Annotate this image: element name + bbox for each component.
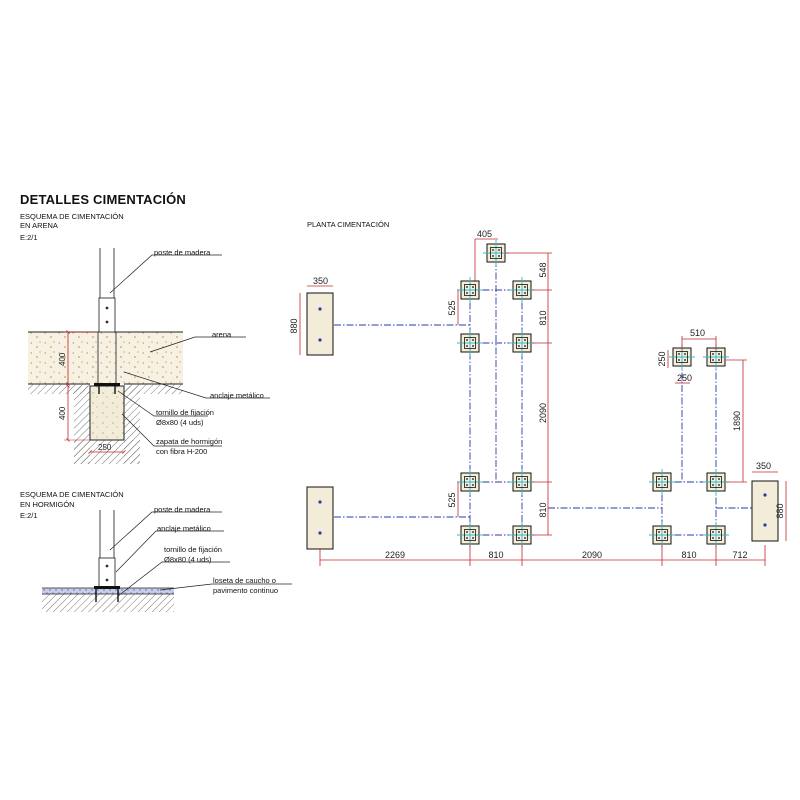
- dim-250-h: 250: [677, 373, 692, 383]
- post-footing-13: [703, 469, 729, 495]
- concrete-label-tile-2: pavimento continuo: [213, 586, 279, 595]
- footing-right: [751, 480, 779, 542]
- post-footing-4: [457, 330, 483, 356]
- post-footing-9: [509, 522, 535, 548]
- concrete-label-anchor: anclaje metálico: [157, 524, 211, 533]
- dim-footing-width: 250: [98, 443, 112, 452]
- dim-350-right: 350: [756, 461, 771, 471]
- concrete-heading-1: ESQUEMA DE CIMENTACIÓN: [20, 490, 124, 499]
- dim-810-mid: 810: [538, 502, 548, 517]
- dim-2269: 2269: [385, 550, 405, 560]
- concrete-post: [98, 557, 116, 589]
- post-footing-14: [649, 522, 675, 548]
- post-footing-15: [703, 522, 729, 548]
- footing-left-bottom: [306, 486, 334, 550]
- dim-250-v: 250: [657, 351, 667, 366]
- dim-880-right: 880: [775, 503, 785, 518]
- post-footing-3: [509, 277, 535, 303]
- main-title: DETALLES CIMENTACIÓN: [20, 192, 187, 207]
- post-footing-6: [457, 469, 483, 495]
- sand-heading-1: ESQUEMA DE CIMENTACIÓN: [20, 212, 124, 221]
- post-footing-1: [483, 240, 509, 266]
- dim-810-top: 810: [538, 310, 548, 325]
- concrete-label-screw-2: Ø8x80 (4 uds): [164, 555, 212, 564]
- sand-label-footing-1: zapata de hormigón: [156, 437, 223, 446]
- concrete-label-tile-1: loseta de caucho o: [213, 576, 276, 585]
- dim-footing-depth: 400: [58, 406, 67, 420]
- footing-left-top: [306, 292, 334, 356]
- concrete-label-screw-1: tornillo de fijación: [164, 545, 222, 554]
- dim-880-left: 880: [289, 318, 299, 333]
- sand-layer: [28, 332, 183, 384]
- sand-label-sand: arena: [212, 330, 232, 339]
- dim-2090-vertical: 2090: [538, 403, 548, 423]
- sand-heading-2: EN ARENA: [20, 221, 58, 230]
- sand-label-screw-1: tornillo de fijación: [156, 408, 214, 417]
- rubber-tile: [42, 588, 174, 594]
- dim-1890: 1890: [732, 411, 742, 431]
- post-footing-7: [509, 469, 535, 495]
- post-footing-8: [457, 522, 483, 548]
- sand-post: [98, 297, 116, 333]
- post-footings: [457, 240, 729, 548]
- post-footing-12: [649, 469, 675, 495]
- dim-sand-depth: 400: [58, 352, 67, 366]
- dim-350-left: 350: [313, 276, 328, 286]
- sand-scale: E:2/1: [20, 233, 38, 242]
- concrete-heading-2: EN HORMIGÓN: [20, 500, 75, 509]
- concrete-detail: [42, 510, 292, 612]
- dim-548: 548: [538, 262, 548, 277]
- concrete-footing: [89, 385, 125, 441]
- foundation-plan: 405 548 350 880 525 810 2090 525 810 510…: [289, 229, 787, 566]
- concrete-scale: E:2/1: [20, 511, 38, 520]
- dim-2090: 2090: [582, 550, 602, 560]
- dim-510: 510: [690, 328, 705, 338]
- dim-810-a: 810: [488, 550, 503, 560]
- sand-label-anchor: anclaje metálico: [210, 391, 264, 400]
- dim-405: 405: [477, 229, 492, 239]
- plan-title: PLANTA CIMENTACIÓN: [307, 220, 390, 229]
- post-footing-5: [509, 330, 535, 356]
- dim-810-b: 810: [681, 550, 696, 560]
- dim-712: 712: [732, 550, 747, 560]
- dim-525-bottom: 525: [447, 492, 457, 507]
- post-footing-2: [457, 277, 483, 303]
- sand-detail: 400 400 250: [28, 248, 270, 464]
- sand-label-footing-2: con fibra H-200: [156, 447, 208, 456]
- concrete-label-post: poste de madera: [154, 505, 211, 514]
- sand-label-screw-2: Ø8x80 (4 uds): [156, 418, 204, 427]
- sand-label-post: poste de madera: [154, 248, 211, 257]
- dim-525-top: 525: [447, 300, 457, 315]
